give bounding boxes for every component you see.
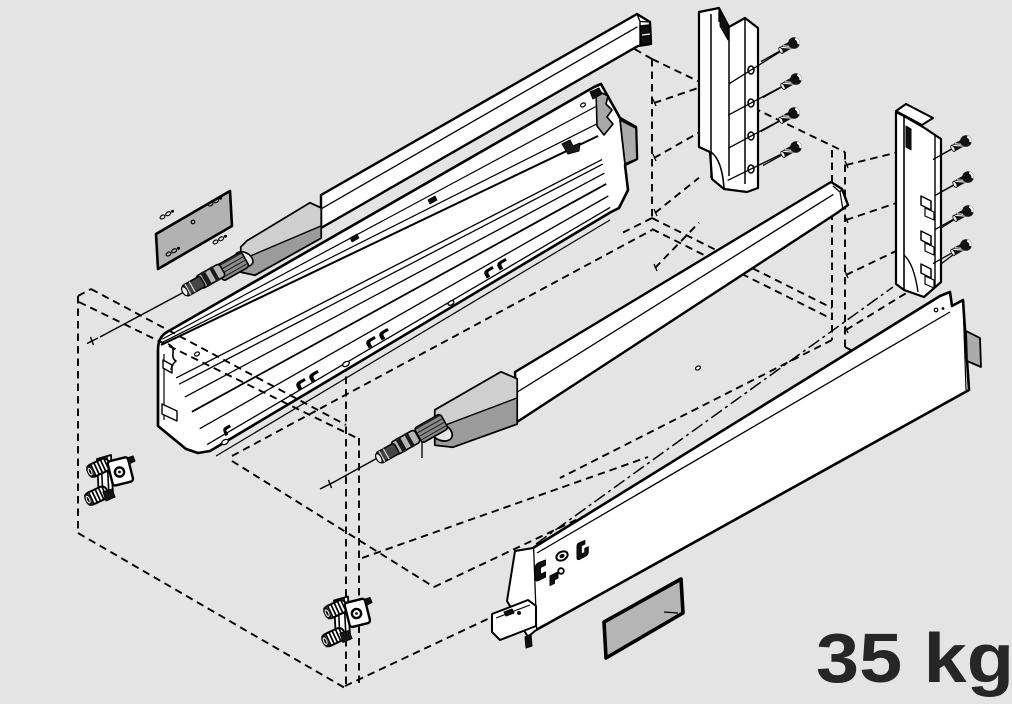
svg-text:35 kg: 35 kg <box>816 619 1012 697</box>
